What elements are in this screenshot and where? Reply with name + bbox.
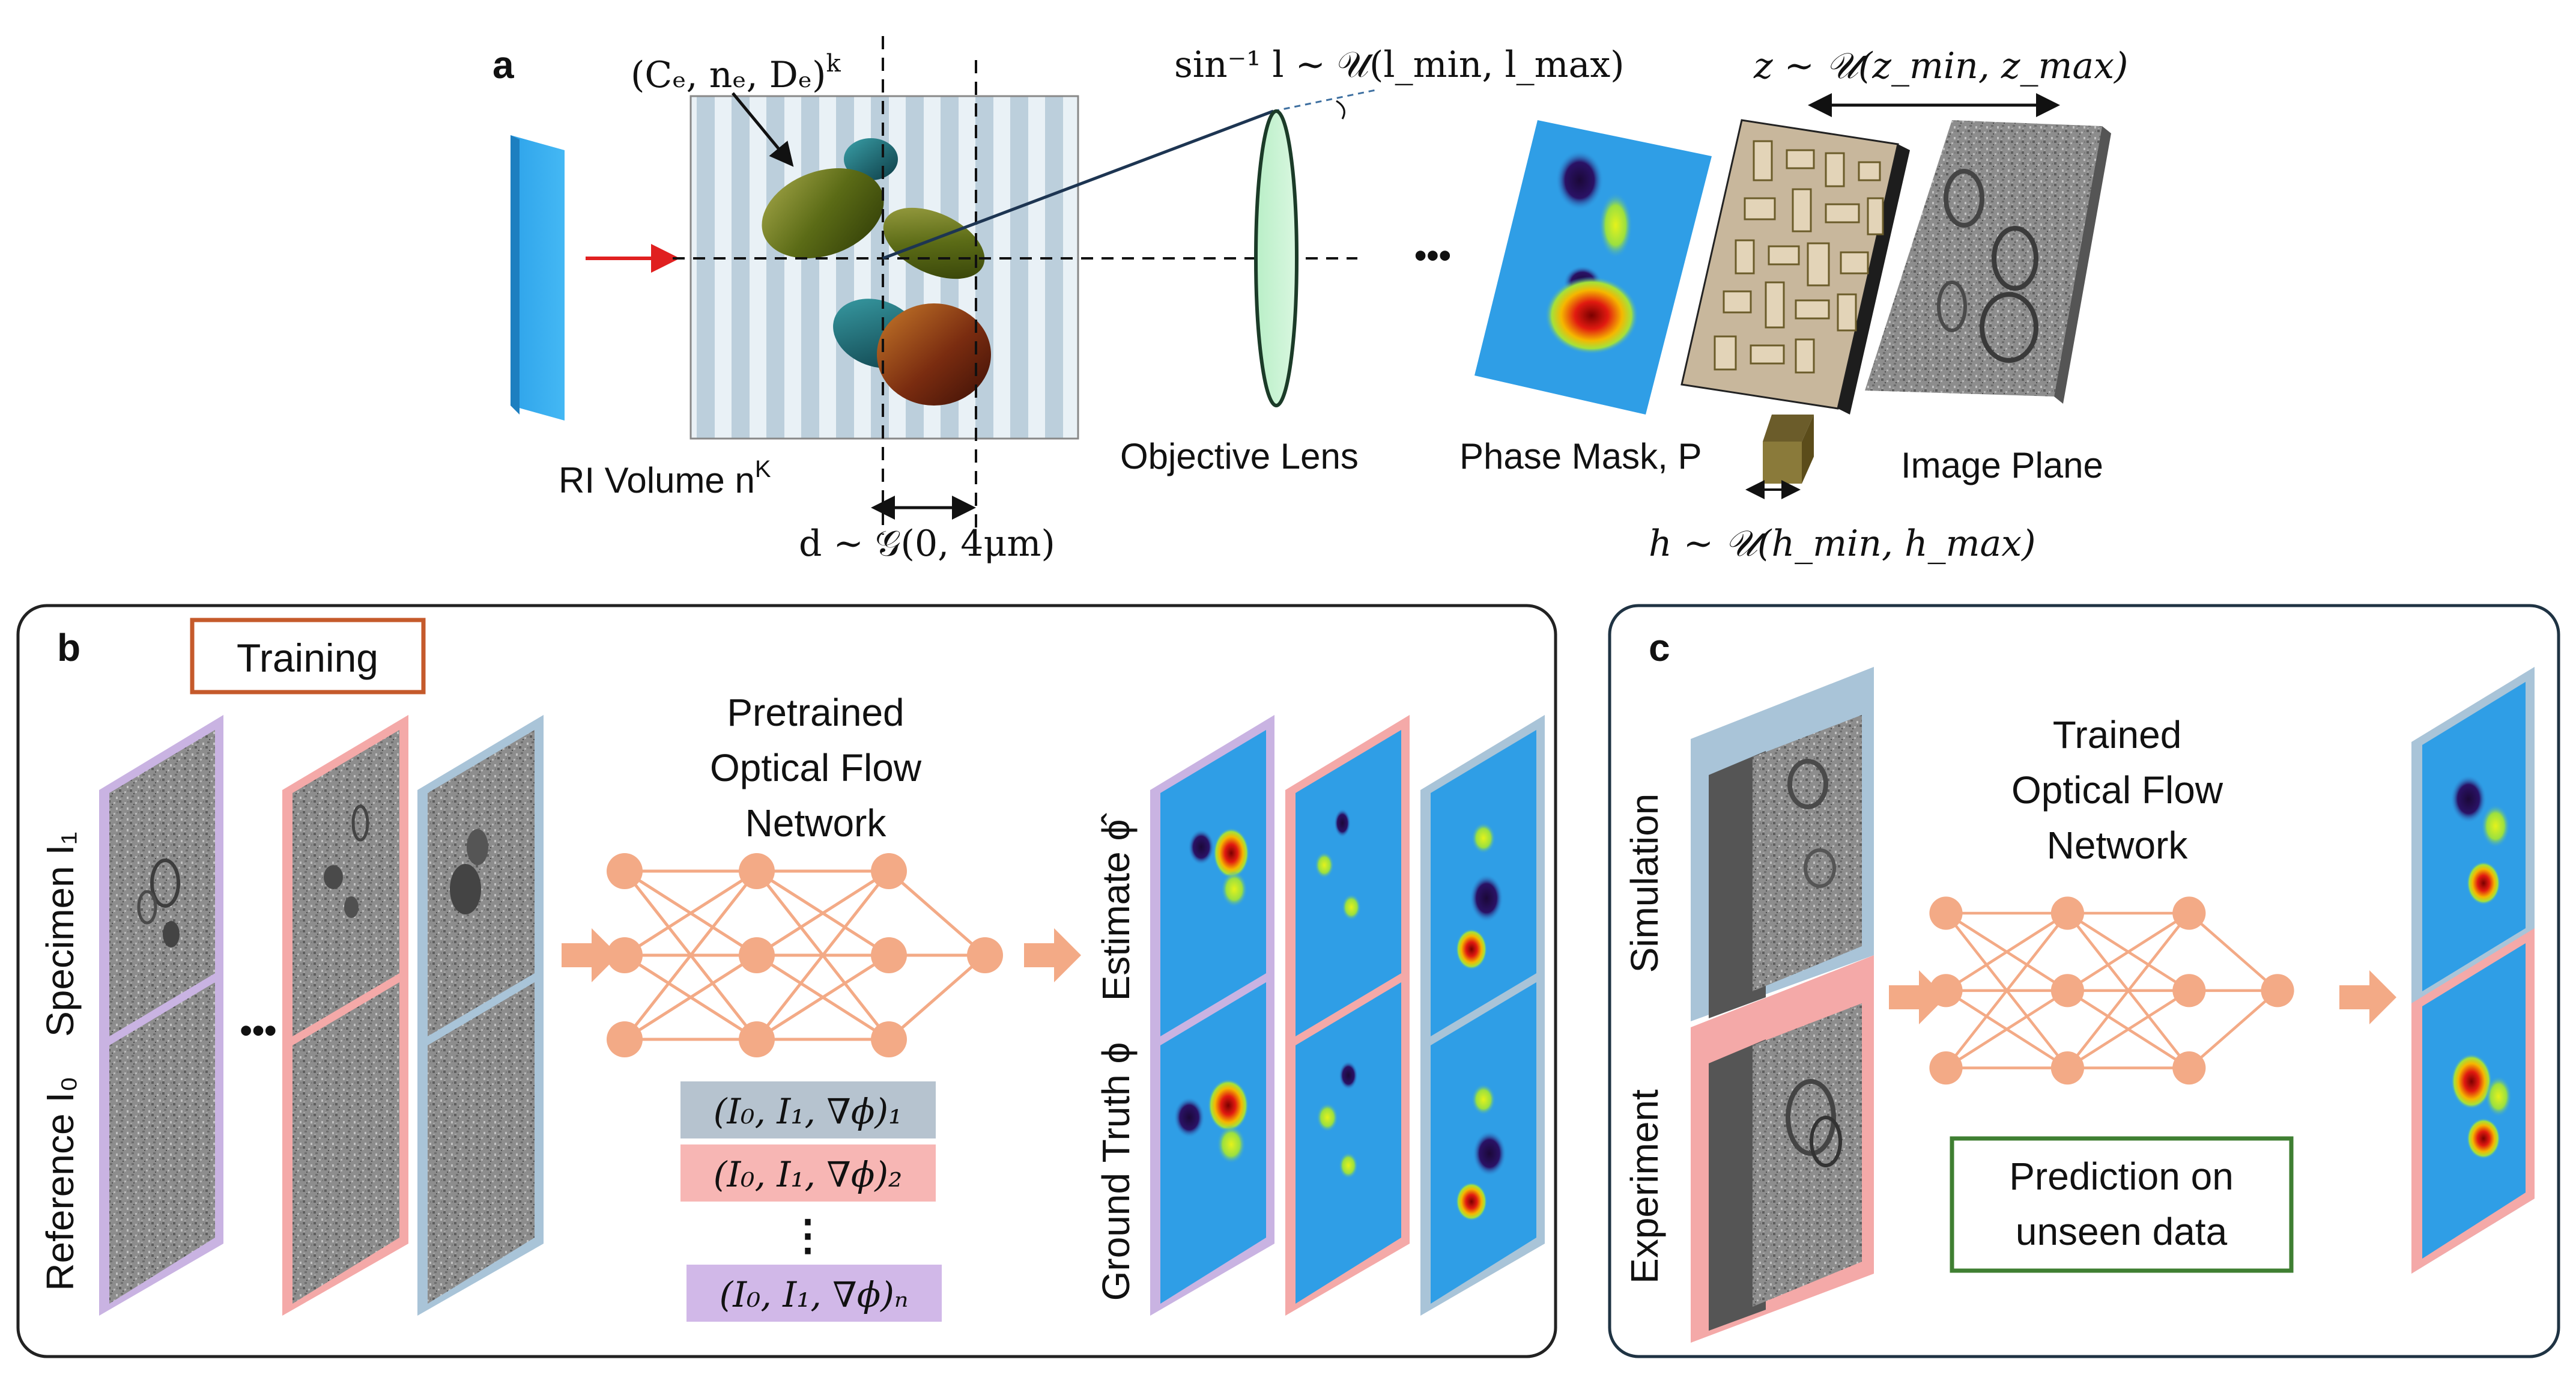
ellipsoid-small	[844, 138, 898, 180]
pretrained-network-title-3: Network	[745, 801, 887, 845]
panel-c: c Simulation Experiment Trained Optical …	[1608, 604, 2560, 1358]
tilt-formula: sin⁻¹ l ~ 𝒰(l_min, l_max)	[1174, 44, 1625, 86]
trained-network-title-2: Optical Flow	[2011, 768, 2223, 812]
pixel-inset-side	[1802, 415, 1814, 484]
tuple-n: (I₀, I₁, ∇ϕ)ₙ	[720, 1274, 909, 1315]
objective-lens	[1254, 109, 1299, 407]
output-stack-pink	[1285, 715, 1410, 1316]
panel-a: a •••	[492, 36, 2128, 565]
panel-a-letter: a	[492, 43, 514, 87]
input-stack-pink	[282, 715, 408, 1316]
ellipsoid-green-large	[762, 168, 884, 258]
experiment-input-stack	[1691, 955, 1874, 1343]
ellipsoid-pointer	[732, 92, 794, 167]
phase-map	[1474, 120, 1712, 415]
image-plane-feature-3	[1937, 281, 1967, 332]
optics-ellipsis: •••	[1414, 236, 1451, 275]
ellipsoid-params-label: (Cₑ, nₑ, Dₑ)k	[631, 50, 841, 96]
phase-plate-blocks	[1714, 140, 1884, 374]
tuple-1: (I₀, I₁, ∇ϕ)₁	[714, 1091, 903, 1132]
network-to-prediction-arrow	[2339, 970, 2396, 1024]
tuple-ellipsis: ⋮	[787, 1210, 829, 1260]
output-stack-blue	[1420, 715, 1545, 1316]
illumination-slab-edge	[511, 135, 520, 415]
pixel-inset-front	[1763, 442, 1802, 484]
specimen-label: Specimen I₁	[38, 831, 82, 1037]
simulation-label: Simulation	[1623, 794, 1666, 973]
tuple-n-box	[686, 1265, 942, 1322]
input-stack-purple	[99, 715, 223, 1316]
pixel-height-formula: h ~ 𝒰(h_min, h_max)	[1649, 523, 2036, 565]
pretrained-network-title-2: Optical Flow	[710, 746, 922, 789]
illumination-slab	[511, 135, 565, 421]
tuple-2-box	[680, 1144, 936, 1202]
phase-map-hot-spot	[1545, 276, 1638, 354]
image-plane-feature-4	[1980, 292, 2038, 363]
prediction-line-1: Prediction on	[2009, 1155, 2234, 1198]
image-plane-label: Image Plane	[1901, 445, 2103, 485]
panel-c-letter: c	[1649, 626, 1670, 669]
experiment-label: Experiment	[1623, 1089, 1666, 1284]
tuple-1-box	[680, 1081, 936, 1138]
propagation-formula: z ~ 𝒰(z_min, z_max)	[1753, 45, 2128, 87]
prediction-output-stack	[2411, 667, 2535, 1274]
trained-network	[1929, 896, 2294, 1084]
panel-b-border	[16, 604, 1557, 1358]
input-stack-blue	[417, 715, 544, 1316]
ground-truth-label: Ground Truth ϕ	[1094, 1042, 1138, 1301]
trained-network-title-3: Network	[2047, 824, 2189, 867]
input-to-network-arrow	[562, 928, 619, 982]
image-plane-feature-1	[1944, 169, 1984, 228]
phase-plate-side	[1838, 144, 1910, 415]
grating-formula: d ~ 𝒢(0, 4μm)	[799, 523, 1055, 565]
tilt-angle-arc	[1336, 100, 1345, 120]
network-to-output-arrow	[1024, 928, 1081, 982]
objective-lens-label: Objective Lens	[1120, 436, 1359, 476]
reference-label: Reference I₀	[38, 1076, 82, 1290]
tuple-2: (I₀, I₁, ∇ϕ)₂	[714, 1154, 903, 1195]
stack-ellipsis: •••	[240, 1011, 277, 1050]
image-plane	[1865, 120, 2102, 397]
trained-network-title-1: Trained	[2053, 713, 2182, 756]
ri-volume-label: RI Volume nK	[559, 456, 771, 500]
tilt-reference	[1273, 89, 1376, 112]
prediction-line-2: unseen data	[2016, 1210, 2228, 1253]
phase-map-warm-spot	[1599, 192, 1632, 258]
phase-map-cold-spot	[1556, 150, 1604, 210]
tilted-ray	[882, 109, 1274, 260]
estimate-label: Estimate ϕ̂	[1094, 813, 1138, 1002]
phase-mask-label: Phase Mask, P	[1459, 436, 1702, 476]
image-plane-side	[2054, 126, 2111, 404]
training-box	[190, 618, 426, 695]
prediction-box	[1950, 1136, 2294, 1273]
panel-b-letter: b	[57, 626, 80, 669]
pretrained-network-title-1: Pretrained	[727, 691, 904, 734]
panel-b: b Training ••• Specimen I₁	[16, 604, 1557, 1358]
output-stack-purple	[1150, 715, 1274, 1316]
ellipsoid-red	[877, 303, 991, 406]
pretrained-network	[607, 853, 1003, 1057]
image-plane-feature-2	[1992, 226, 2038, 291]
ellipsoid-green-small	[883, 207, 985, 279]
training-label: Training	[237, 636, 378, 680]
panel-c-border	[1608, 604, 2560, 1358]
simulation-input-stack	[1691, 667, 1874, 1021]
pixel-inset-top	[1763, 415, 1814, 442]
experiment-to-network-arrow	[1889, 970, 1946, 1024]
